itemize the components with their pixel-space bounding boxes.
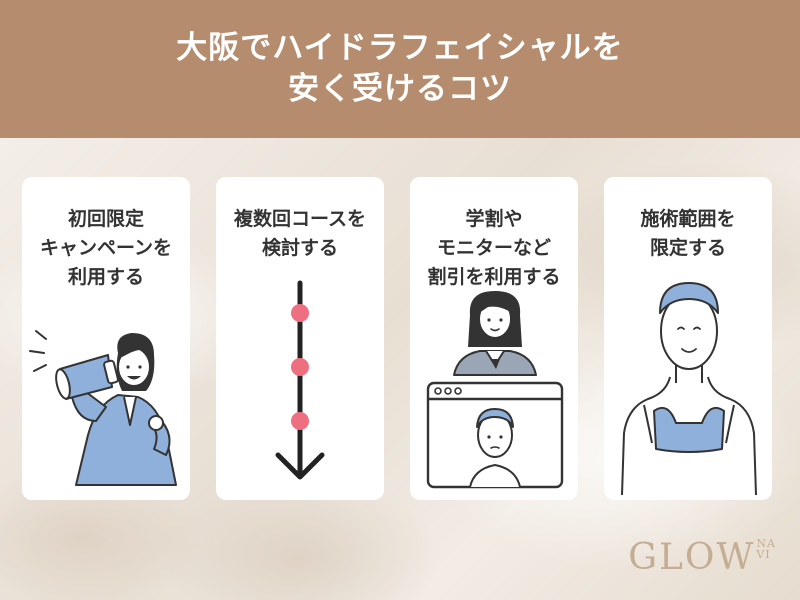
tip-card-first-time-campaign: 初回限定 キャンペーンを 利用する bbox=[22, 177, 190, 500]
tip-card-line: 限定する bbox=[649, 237, 726, 259]
tip-card-line: 利用する bbox=[67, 266, 144, 288]
page-title-line-1: 大阪でハイドラフェイシャルを bbox=[176, 30, 624, 66]
online-consultation-illustration bbox=[426, 291, 564, 489]
timeline-dot-icon bbox=[291, 304, 309, 322]
header-banner: 大阪でハイドラフェイシャルを 安く受けるコツ bbox=[0, 0, 800, 138]
page-title-line-2: 安く受けるコツ bbox=[288, 71, 512, 107]
tip-card-student-monitor-discount: 学割や モニターなど 割引を利用する bbox=[410, 177, 578, 500]
logo-sup-top: NA bbox=[756, 537, 776, 550]
logo-sup-bottom: VI bbox=[756, 548, 771, 561]
tip-card-line: 初回限定 bbox=[67, 208, 144, 230]
timeline-dot-icon bbox=[291, 358, 309, 376]
tip-card-text: 学割や モニターなど 割引を利用する bbox=[410, 205, 578, 292]
tip-card-limited-treatment-area: 施術範囲を 限定する bbox=[604, 177, 772, 500]
headband-woman-illustration bbox=[621, 282, 757, 495]
timeline-dot-icon bbox=[291, 412, 309, 430]
timeline-arrow-icon bbox=[275, 280, 325, 480]
logo-main-text: GLOW bbox=[628, 537, 756, 578]
tip-card-line: 割引を利用する bbox=[427, 266, 561, 288]
megaphone-woman-illustration bbox=[29, 330, 177, 486]
tip-card-text: 複数回コースを 検討する bbox=[216, 205, 384, 263]
tip-card-line: モニターなど bbox=[436, 237, 551, 259]
tip-card-text: 施術範囲を 限定する bbox=[604, 205, 772, 263]
tip-card-line: キャンペーンを bbox=[39, 237, 173, 259]
tip-card-line: 学割や bbox=[465, 208, 523, 230]
tip-card-text: 初回限定 キャンペーンを 利用する bbox=[22, 205, 190, 292]
tip-card-line: 検討する bbox=[261, 237, 338, 259]
tip-card-line: 施術範囲を bbox=[640, 208, 736, 230]
tip-card-line: 複数回コースを bbox=[233, 208, 367, 230]
tip-card-multiple-sessions: 複数回コースを 検討する bbox=[216, 177, 384, 500]
